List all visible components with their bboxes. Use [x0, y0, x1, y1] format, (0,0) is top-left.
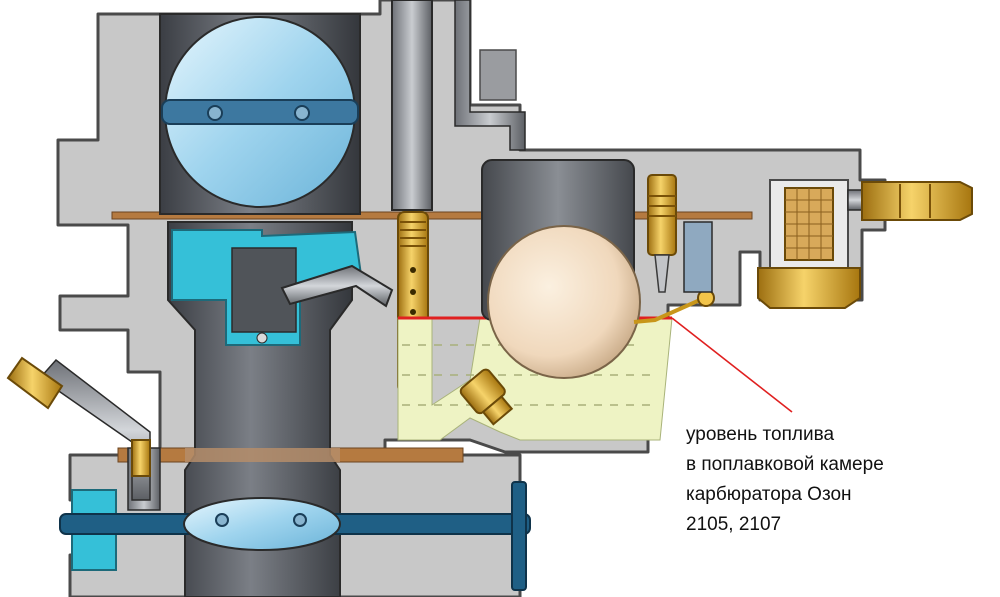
damper-screw-right — [294, 105, 310, 121]
passage-plug — [479, 49, 517, 101]
venturi-band — [185, 448, 340, 462]
spray-nozzle-core — [231, 247, 297, 333]
fuel-passage — [454, 0, 526, 151]
needle — [654, 254, 670, 293]
caption-line-4: 2105, 2107 — [686, 514, 782, 535]
throttle-screw-left — [215, 513, 229, 527]
main-fuel-jet — [459, 368, 514, 426]
caption-line-2: в поплавковой камере — [686, 454, 884, 475]
filter-mesh-lines — [785, 188, 833, 260]
float-bracket — [683, 221, 713, 293]
atomizer-tube — [280, 264, 394, 308]
emulsion-well-tube — [391, 0, 433, 211]
caption-line-3: карбюратора Озон — [686, 484, 852, 505]
fuel-inlet-nipple — [861, 181, 973, 221]
throttle-screw-right — [293, 513, 307, 527]
air-damper-shaft — [161, 99, 359, 125]
nozzle-outlet — [256, 332, 268, 344]
throttle-disc — [183, 497, 341, 551]
nipple-ribs — [899, 184, 931, 218]
throttle-lever — [511, 481, 527, 591]
float — [487, 225, 641, 379]
upper-gasket — [111, 211, 753, 220]
caption-line-1: уровень топлива — [686, 424, 835, 445]
damper-screw-left — [207, 105, 223, 121]
needle-valve-threads — [648, 195, 676, 217]
fuel-level-leader-line — [671, 317, 793, 413]
filter-plug-nut — [757, 267, 861, 309]
fuel-level-caption: уровень топлива в поплавковой камере кар… — [686, 420, 986, 540]
vacuum-jet — [131, 439, 151, 477]
vacuum-nipple — [6, 356, 64, 410]
